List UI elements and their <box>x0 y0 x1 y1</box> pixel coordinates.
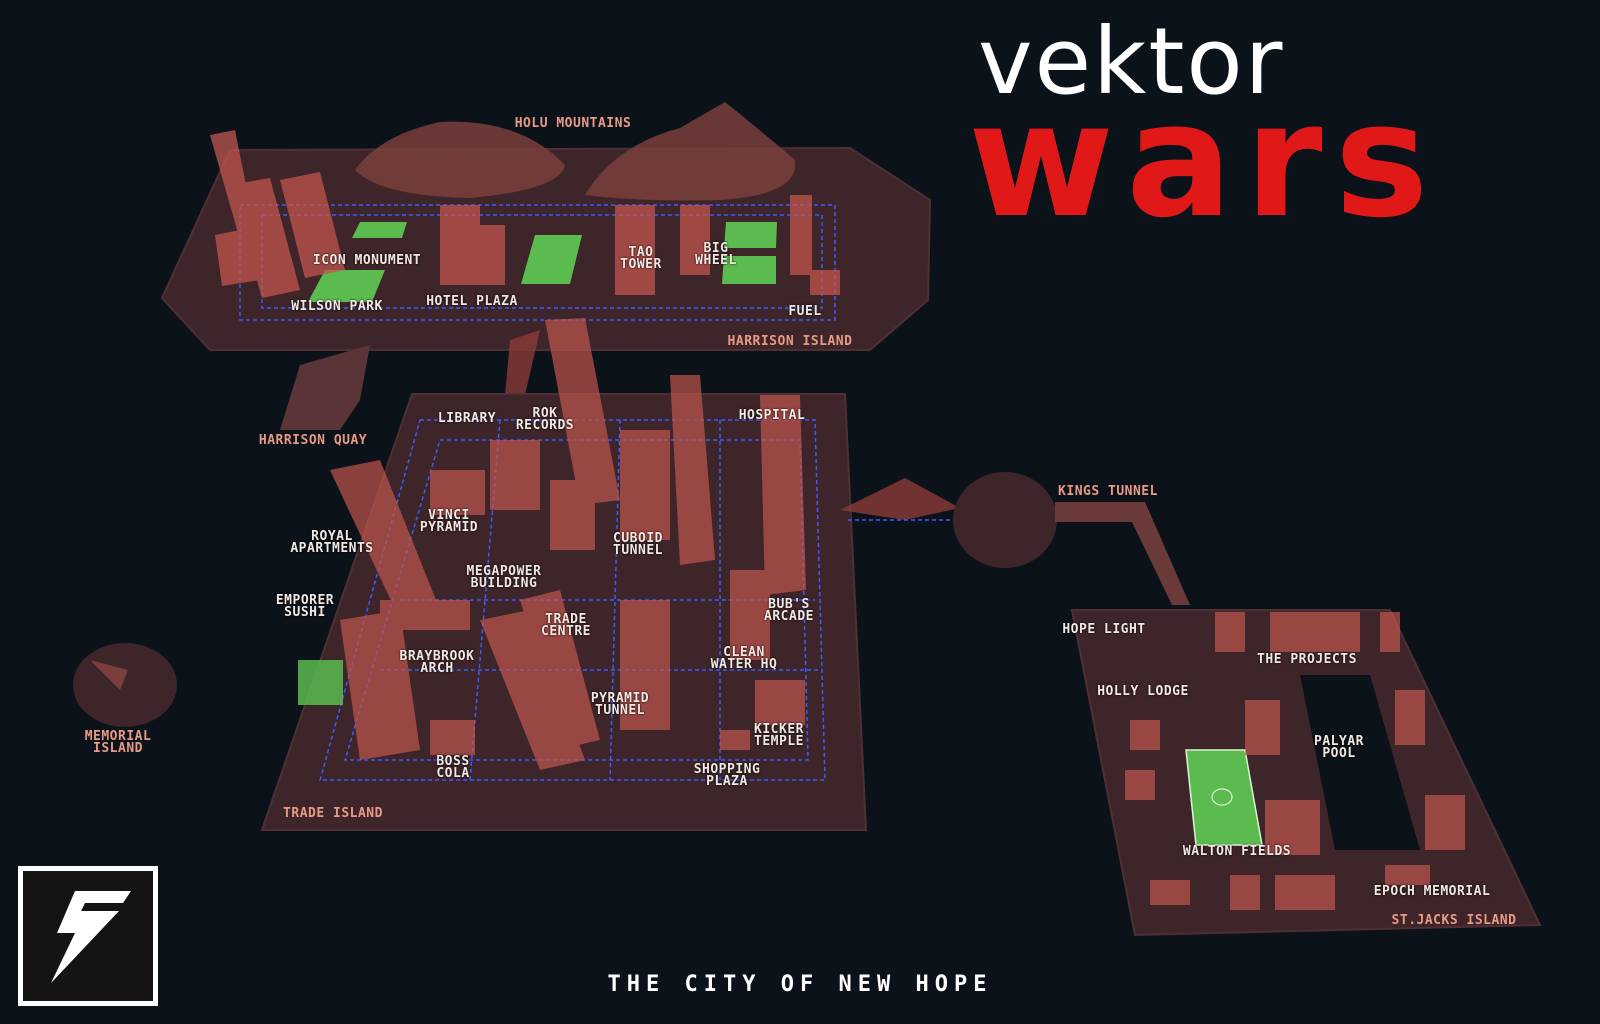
emporer-sushi-park <box>298 660 343 705</box>
memorial-island-landmass <box>73 643 177 727</box>
big-wheel-park-2 <box>722 256 776 284</box>
place-label-icon-monument: ICON MONUMENT <box>312 253 422 268</box>
region-label-memorial-island: MEMORIAL ISLAND <box>84 729 152 756</box>
place-label-holly-lodge: HOLLY LODGE <box>1097 684 1189 699</box>
place-label-kicker-temple: KICKER TEMPLE <box>754 722 804 749</box>
place-label-big-wheel: BIG WHEEL <box>695 241 737 268</box>
place-label-emporer-sushi: EMPORER SUSHI <box>275 593 335 620</box>
place-label-hospital: HOSPITAL <box>738 408 806 423</box>
place-label-cuboid-tunnel: CUBOID TUNNEL <box>613 531 663 558</box>
harrison-buildings <box>210 130 840 298</box>
place-label-shopping-plaza: SHOPPING PLAZA <box>693 762 761 789</box>
place-label-walton-fields: WALTON FIELDS <box>1182 844 1292 859</box>
place-label-fuel: FUEL <box>788 304 822 319</box>
trade-buildings <box>330 318 806 770</box>
walton-fields-center-circle <box>1211 788 1233 806</box>
place-label-tao-tower: TAO TOWER <box>620 245 662 272</box>
kings-tunnel-road <box>1055 502 1190 605</box>
big-wheel-park <box>724 222 777 248</box>
place-label-clean-water-hq: CLEAN WATER HQ <box>710 645 778 672</box>
studio-logo <box>18 866 158 1006</box>
region-label-harrison-island: HARRISON ISLAND <box>727 334 853 349</box>
harrison-road-loop <box>239 204 836 321</box>
region-label-harrison-quay: HARRISON QUAY <box>258 433 368 448</box>
game-logo-title: vektor wars <box>968 16 1568 241</box>
lightning-bolt-icon <box>51 891 131 983</box>
title-line-vektor: vektor <box>978 8 1285 115</box>
st-jacks-inner-yard <box>1300 675 1420 850</box>
st-jacks-buildings <box>1125 612 1465 910</box>
memorial-monument <box>90 660 128 690</box>
harrison-road-loop-inner <box>261 214 823 309</box>
place-label-hope-light: HOPE LIGHT <box>1062 622 1146 637</box>
place-label-library: LIBRARY <box>437 411 497 426</box>
harrison-quay-landmass <box>280 345 370 430</box>
place-label-trade-centre: TRADE CENTRE <box>541 612 591 639</box>
place-label-pyramid-tunnel: PYRAMID TUNNEL <box>590 691 650 718</box>
map-caption: THE CITY OF NEW HOPE <box>607 972 993 997</box>
place-label-wilson-park: WILSON PARK <box>291 299 383 314</box>
region-label-kings-tunnel: KINGS TUNNEL <box>1058 484 1158 499</box>
harrison-park-center <box>521 235 582 284</box>
place-label-royal-apartments: ROYAL APARTMENTS <box>290 529 374 556</box>
place-label-epoch-memorial: EPOCH MEMORIAL <box>1373 884 1491 899</box>
title-line-wars: wars <box>968 69 1441 253</box>
region-label-st-jacks-island: ST.JACKS ISLAND <box>1391 913 1517 928</box>
kings-roundabout <box>953 472 1057 568</box>
region-label-holu-mountains: HOLU MOUNTAINS <box>514 116 632 131</box>
place-label-vinci-pyramid: VINCI PYRAMID <box>419 508 479 535</box>
place-label-megapower-building: MEGAPOWER BUILDING <box>466 564 542 591</box>
east-bridge <box>840 478 960 520</box>
wilson-park-area <box>308 270 385 302</box>
place-label-rok-records: ROK RECORDS <box>515 406 575 433</box>
place-label-boss-cola: BOSS COLA <box>436 754 470 781</box>
logo-background <box>23 871 153 1001</box>
place-label-bubs-arcade: BUB'S ARCADE <box>764 597 814 624</box>
walton-fields-pitch <box>1185 749 1263 846</box>
place-label-palyar-pool: PALYAR POOL <box>1314 734 1364 761</box>
region-label-trade-island: TRADE ISLAND <box>283 806 383 821</box>
place-label-hotel-plaza: HOTEL PLAZA <box>426 294 518 309</box>
place-label-the-projects: THE PROJECTS <box>1257 652 1357 667</box>
place-label-braybrook-arch: BRAYBROOK ARCH <box>399 649 475 676</box>
holu-mountains-shape-2 <box>585 102 796 201</box>
north-bridge <box>505 330 540 395</box>
holu-mountains-shape <box>355 121 565 198</box>
harrison-park-north <box>352 222 407 238</box>
